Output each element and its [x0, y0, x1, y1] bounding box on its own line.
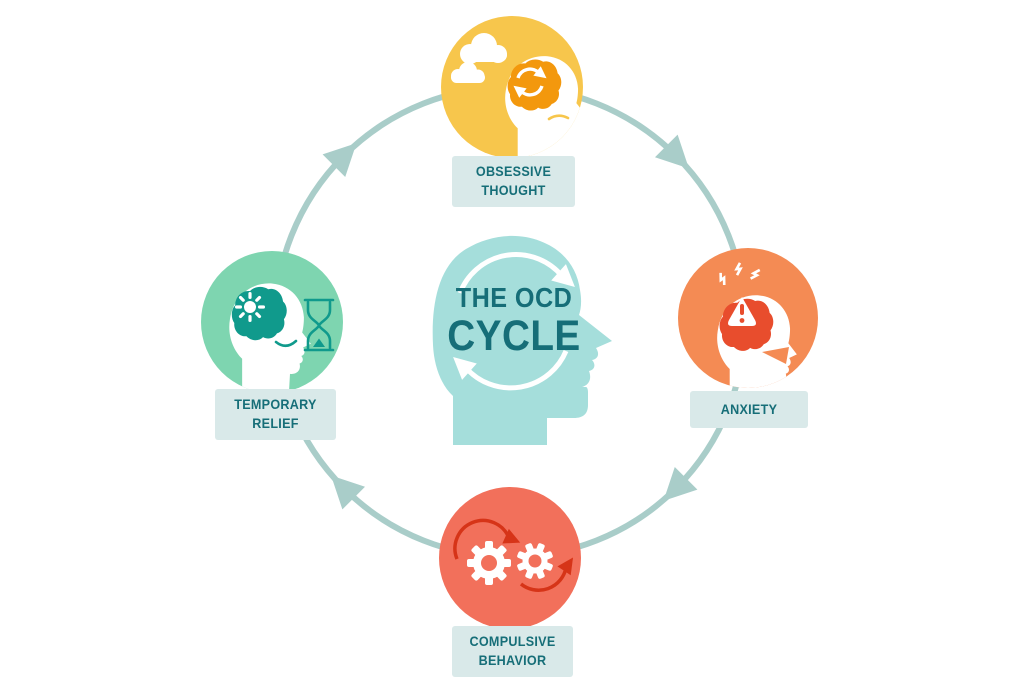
label-line: COMPULSIVE: [469, 633, 556, 649]
label-anxiety: ANXIETY: [690, 391, 808, 429]
gear-icon-small: [517, 543, 553, 579]
center-title: THE OCD CYCLE: [437, 284, 592, 358]
hourglass-icon: [303, 298, 335, 352]
rotation-arrow-bottom-icon: [519, 557, 574, 592]
warning-triangle-icon: [728, 297, 756, 326]
brain-shape: [231, 286, 287, 341]
brain-shape: [507, 59, 562, 111]
label-obsessive-thought: OBSESSIVE THOUGHT: [452, 156, 575, 207]
gear-icon-large: [467, 541, 511, 585]
label-line: THOUGHT: [481, 182, 546, 199]
center-cycle-arrow-top-icon: [457, 252, 575, 294]
label-line: OBSESSIVE: [475, 163, 552, 179]
open-mouth: [762, 347, 789, 364]
frown-mouth: [547, 114, 570, 121]
center-title-line2: CYCLE: [447, 312, 581, 360]
center-title-line1: THE OCD: [455, 282, 573, 313]
label-line: BEHAVIOR: [478, 652, 547, 669]
label-temporary-relief: TEMPORARY RELIEF: [215, 389, 336, 440]
cycling-thoughts-icon: [513, 66, 547, 98]
lightning-bolts-icon: [719, 262, 761, 286]
label-compulsive-behavior: COMPULSIVE BEHAVIOR: [452, 626, 573, 677]
smile-mouth: [274, 339, 298, 348]
node-obsessive-thought: [441, 16, 583, 158]
node-compulsive-behavior: [439, 487, 581, 629]
center-cycle-arrow-bottom-icon: [453, 350, 569, 391]
clouds-icon: [451, 33, 507, 83]
node-temporary-relief: [201, 251, 343, 393]
label-line: TEMPORARY: [234, 396, 317, 412]
center-head-silhouette: [432, 235, 612, 445]
center-head: [432, 235, 612, 445]
label-line: RELIEF: [252, 415, 299, 432]
cycle-arrow-top-right-icon: [654, 134, 689, 169]
rotation-arrow-top-icon: [453, 518, 521, 560]
compulsive-behavior-circle: [439, 487, 581, 629]
sun-icon: [235, 292, 265, 322]
node-anxiety: [678, 248, 818, 388]
label-line: ANXIETY: [720, 401, 778, 417]
cycle-arrow-bottom-right-icon: [663, 466, 698, 501]
